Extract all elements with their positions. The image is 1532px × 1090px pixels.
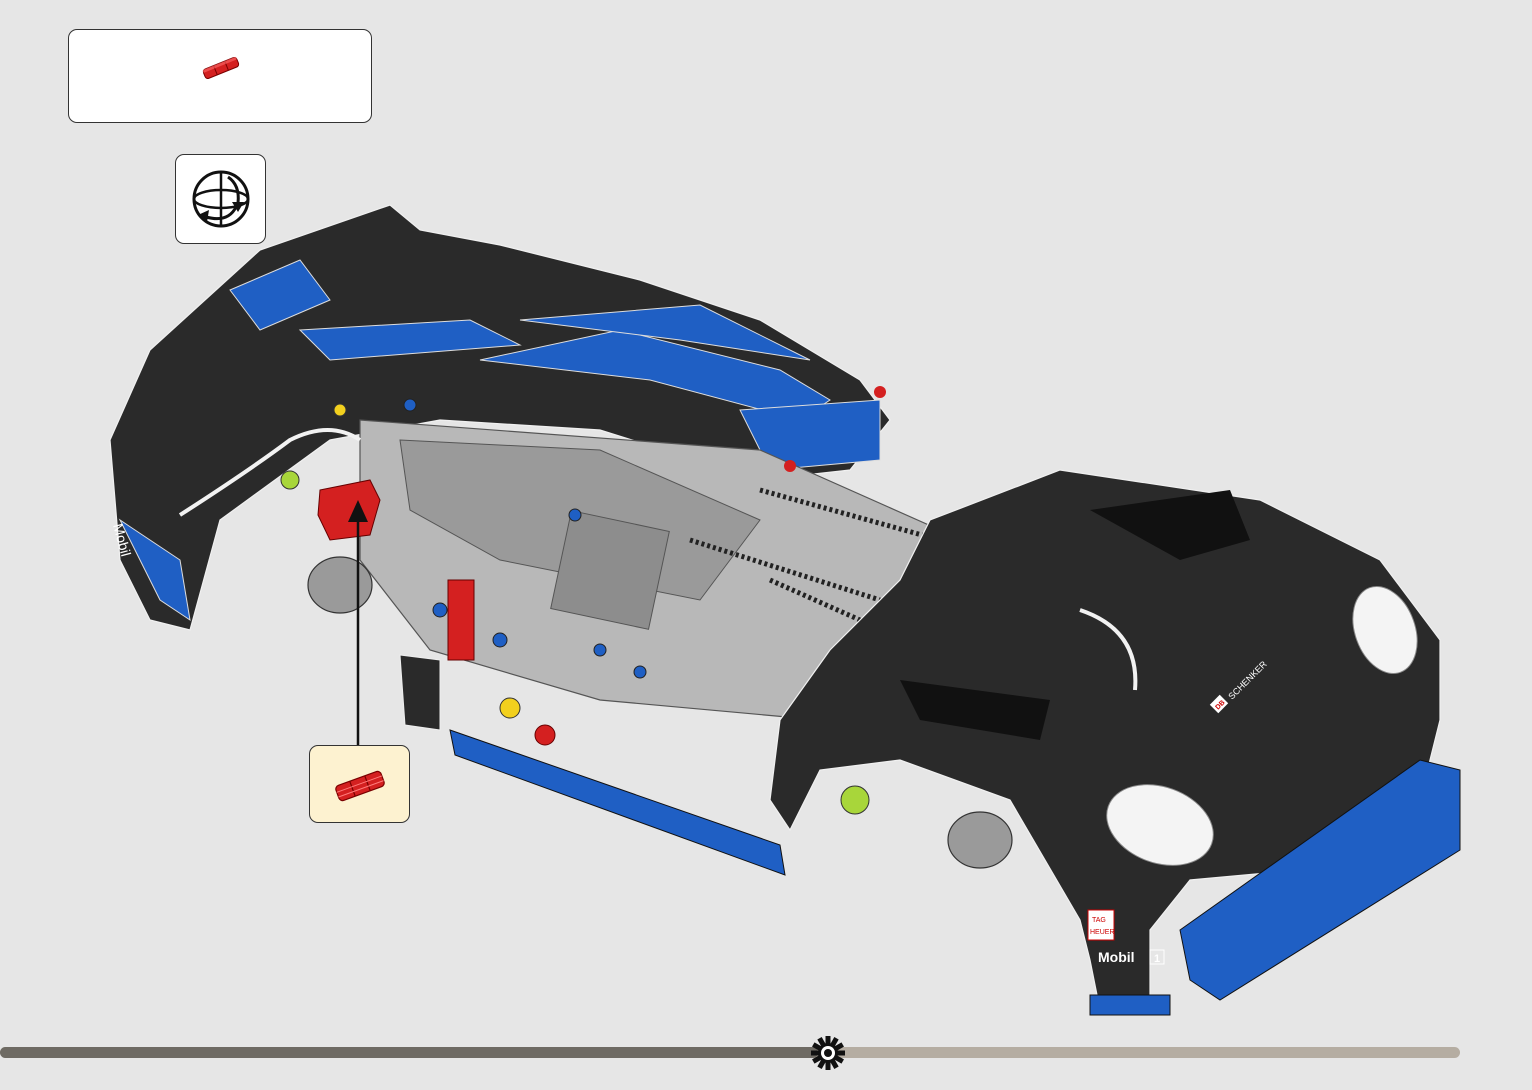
svg-text:Mobil: Mobil [1098, 949, 1135, 965]
gear-tooth [826, 1062, 831, 1070]
svg-text:1: 1 [1154, 953, 1160, 965]
svg-text:TAG: TAG [1092, 917, 1106, 924]
callout-part-icon [310, 746, 411, 824]
axle-pin-red-icon [335, 770, 386, 801]
gear-tooth [826, 1036, 831, 1044]
progress-done [0, 1047, 818, 1058]
build-progress-bar [0, 1046, 1460, 1059]
gear-tooth [811, 1051, 819, 1056]
gear-icon [809, 1034, 847, 1072]
gear-tooth [837, 1051, 845, 1056]
svg-text:HEUER: HEUER [1090, 929, 1115, 936]
part-callout-box [309, 745, 410, 823]
blue-beam [450, 730, 785, 875]
